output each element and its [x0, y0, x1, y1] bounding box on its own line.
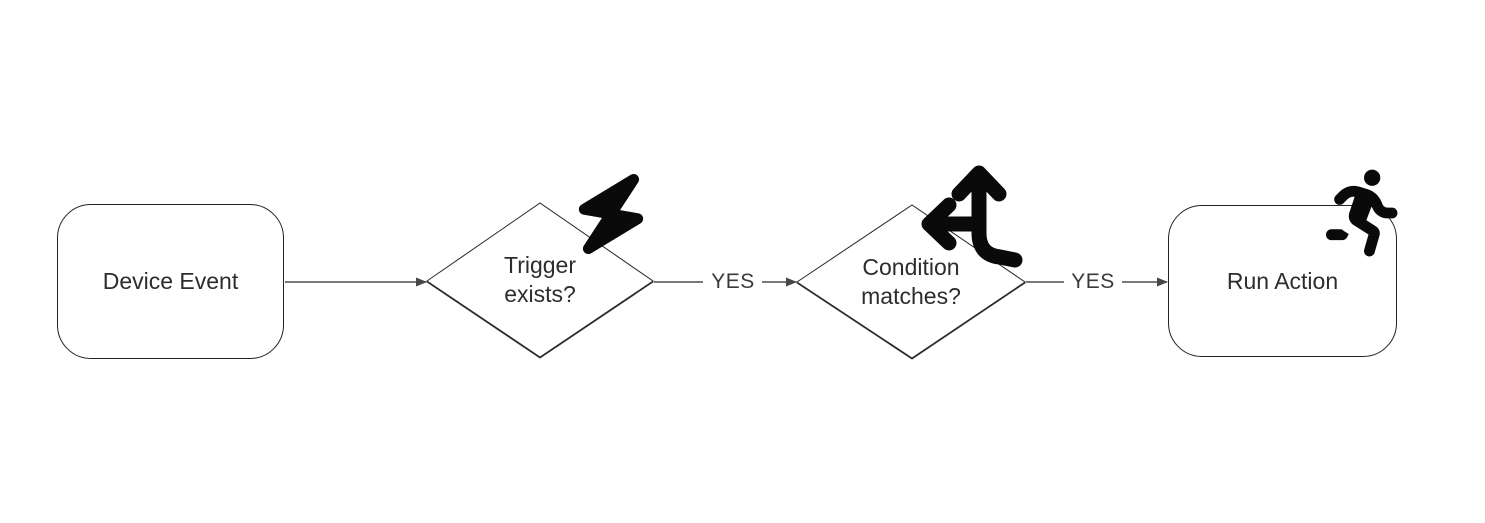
node-run-action-label: Run Action [1226, 267, 1339, 294]
edge-label-yes-2: YES [1071, 270, 1115, 293]
person-running-icon [1326, 169, 1398, 257]
decision-trigger-exists [426, 202, 654, 358]
decision-condition-matches [796, 204, 1026, 359]
node-device-event: Device Event [57, 204, 284, 359]
node-device-event-label: Device Event [102, 268, 239, 294]
bolt-icon [578, 173, 644, 255]
edge-label-yes-1: YES [711, 270, 755, 293]
split-arrows-icon [921, 165, 1023, 268]
node-run-action: Run Action [1168, 205, 1397, 357]
